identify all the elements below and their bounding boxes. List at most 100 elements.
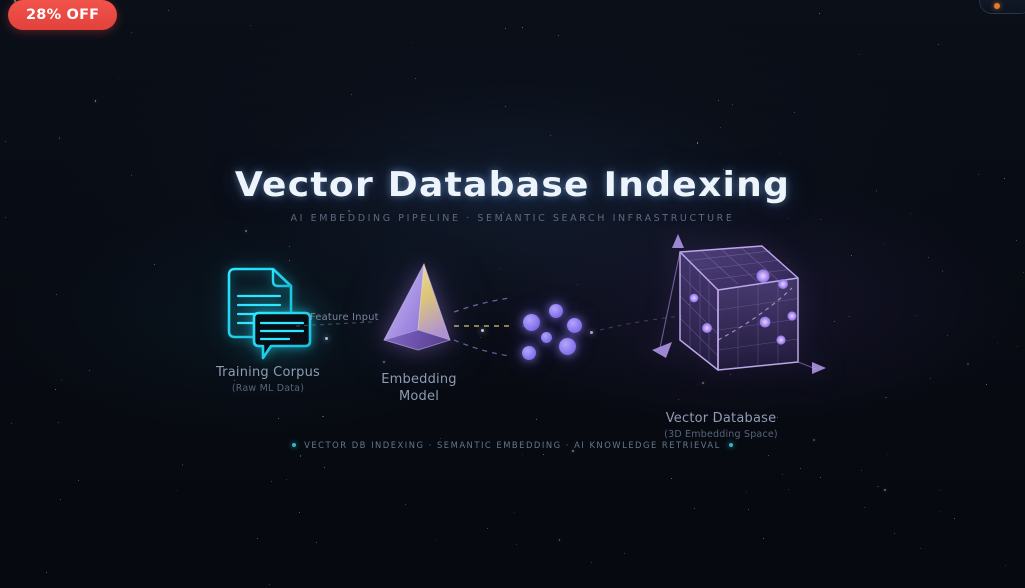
- star-particle: [953, 517, 955, 519]
- star-particle: [57, 421, 59, 423]
- node-label-vector-database: Vector Database (3D Embedding Space): [641, 410, 801, 442]
- star-particle: [412, 41, 414, 43]
- star-particle: [5, 141, 7, 143]
- star-particle: [1023, 271, 1024, 273]
- star-particle: [88, 370, 90, 372]
- star-particle: [732, 103, 733, 105]
- node-title-line1: Embedding: [381, 372, 457, 387]
- embedding-point: [522, 346, 536, 360]
- star-particle: [10, 423, 13, 425]
- star-particle: [864, 507, 866, 509]
- star-particle: [233, 379, 235, 381]
- node-subtitle: (Raw ML Data): [231, 383, 305, 395]
- star-particle: [696, 142, 699, 144]
- star-particle: [571, 450, 574, 452]
- embedding-point: [559, 338, 576, 355]
- star-particle: [670, 478, 672, 479]
- star-particle: [550, 134, 552, 136]
- star-particle: [153, 263, 155, 265]
- star-particle: [893, 533, 895, 535]
- promo-badge[interactable]: 28% OFF: [8, 0, 118, 30]
- tagline-text: VECTOR DB INDEXING · SEMANTIC EMBEDDING …: [304, 440, 721, 450]
- document-chat-icon[interactable]: [221, 265, 313, 365]
- star-particle: [55, 388, 57, 390]
- star-particle: [748, 508, 750, 510]
- star-particle: [929, 377, 931, 379]
- star-particle: [558, 34, 560, 36]
- star-particle: [505, 105, 507, 107]
- node-label-training-corpus: Training Corpus (Raw ML Data): [188, 364, 348, 396]
- star-particle: [167, 9, 169, 11]
- page-subtitle: AI EMBEDDING PIPELINE · SEMANTIC SEARCH …: [290, 212, 735, 224]
- pyramid-prism-icon[interactable]: [378, 258, 462, 362]
- star-particle: [323, 467, 326, 469]
- star-particle: [404, 504, 406, 506]
- star-particle: [339, 309, 341, 310]
- embedding-point-cluster: [505, 298, 605, 368]
- flow-particle: [325, 337, 328, 340]
- star-particle: [985, 384, 987, 386]
- star-particle: [285, 479, 287, 481]
- star-particle: [58, 137, 60, 139]
- page-title: Vector Database Indexing: [234, 165, 791, 205]
- node-title: Vector Database: [665, 411, 777, 426]
- star-particle: [937, 43, 939, 45]
- axis-arrow-left: [652, 342, 672, 358]
- embedding-point: [549, 304, 563, 318]
- star-particle: [788, 489, 790, 490]
- flow-particle: [481, 329, 484, 332]
- star-particle: [322, 416, 324, 418]
- star-particle: [542, 453, 544, 455]
- star-particle: [60, 379, 62, 381]
- star-particle: [415, 78, 417, 80]
- star-particle: [130, 31, 132, 33]
- star-particle: [886, 453, 888, 455]
- star-particle: [848, 315, 850, 317]
- star-particle: [939, 490, 941, 492]
- node-label-embedding-model: Embedding Model: [358, 371, 480, 405]
- star-particle: [877, 485, 879, 487]
- star-particle: [928, 257, 930, 259]
- title-block: Vector Database Indexing AI EMBEDDING PI…: [0, 165, 1025, 224]
- 3d-cube-corner-icon[interactable]: [640, 222, 840, 402]
- star-particle: [718, 99, 720, 101]
- star-particle: [967, 363, 969, 365]
- star-particle: [947, 334, 948, 336]
- star-particle: [1005, 565, 1007, 567]
- tagline-dot-right-icon: [728, 443, 733, 447]
- star-particle: [245, 229, 248, 232]
- star-particle: [942, 270, 944, 272]
- star-particle: [885, 397, 887, 399]
- star-particle: [576, 283, 578, 285]
- promo-badge-label: 28% OFF: [26, 7, 100, 23]
- star-particle: [299, 455, 301, 457]
- star-particle: [883, 244, 885, 246]
- star-particle: [45, 571, 47, 573]
- star-particle: [500, 267, 502, 270]
- star-particle: [435, 540, 437, 542]
- star-particle: [624, 553, 626, 555]
- tagline-dot-left-icon: [292, 443, 297, 447]
- star-particle: [55, 294, 57, 296]
- star-particle: [277, 417, 279, 419]
- axis-arrow-up: [672, 234, 684, 248]
- star-particle: [915, 314, 917, 316]
- star-particle: [859, 54, 861, 56]
- star-particle: [719, 126, 721, 128]
- star-particle: [850, 255, 853, 257]
- embedding-point: [523, 314, 540, 331]
- star-particle: [712, 419, 714, 421]
- star-particle: [288, 259, 290, 261]
- star-particle: [536, 419, 538, 421]
- star-particle: [777, 416, 779, 418]
- embedding-point: [541, 332, 552, 343]
- node-title: Training Corpus: [215, 365, 321, 380]
- star-particle: [940, 511, 942, 512]
- star-particle: [861, 469, 863, 471]
- cut-off-corner-chip[interactable]: [979, 0, 1025, 14]
- star-particle: [175, 490, 177, 492]
- star-particle: [268, 583, 270, 585]
- star-particle: [271, 481, 273, 483]
- embedding-point: [567, 318, 582, 333]
- star-particle: [920, 547, 921, 549]
